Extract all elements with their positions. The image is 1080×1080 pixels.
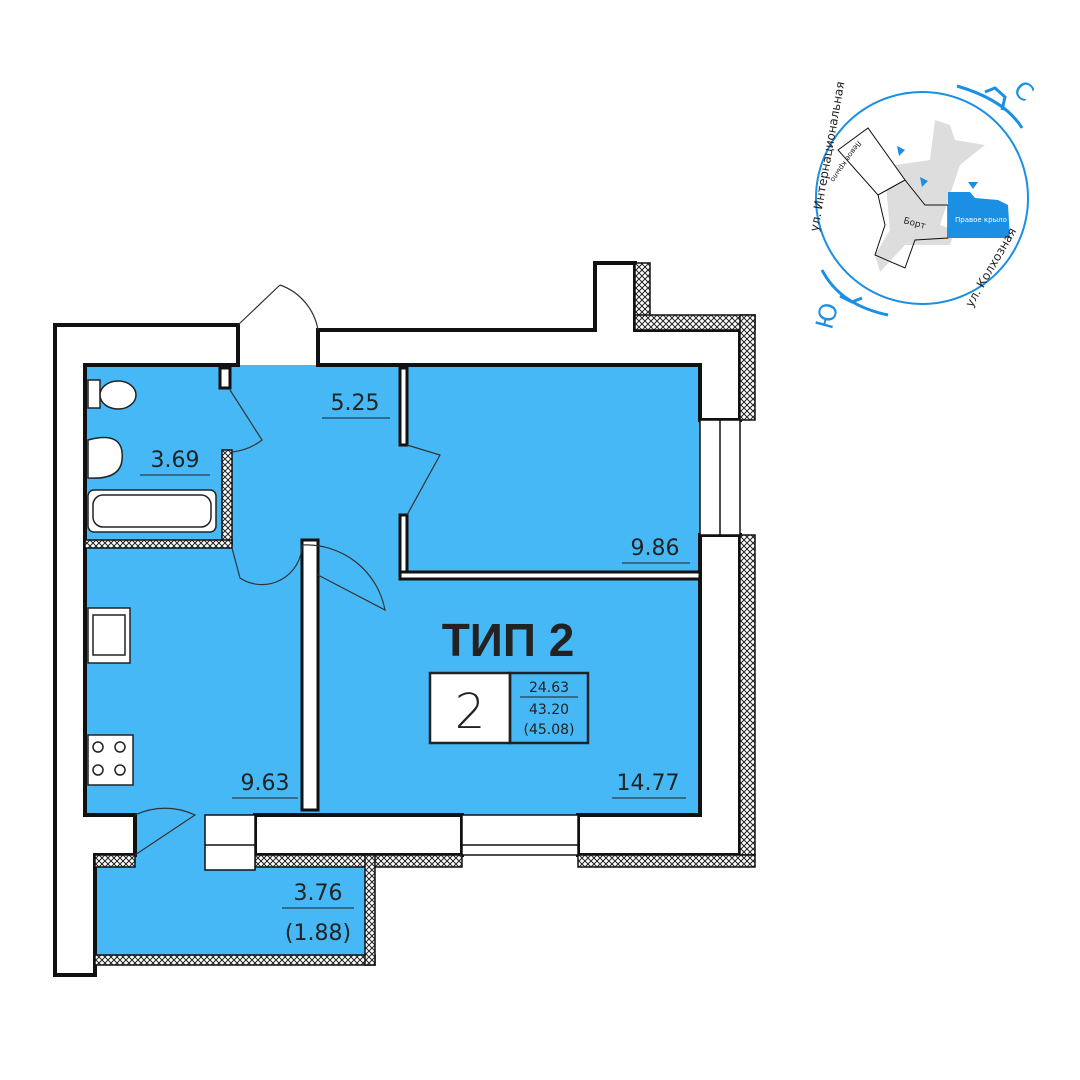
compass-south-label: Ю [810, 300, 844, 332]
room-area-bathroom: 3.69 [151, 448, 200, 473]
insulation [84, 262, 756, 966]
apartment-type-title: ТИП 2 [442, 614, 575, 666]
room-fills [85, 365, 700, 965]
compass-north-arc-icon [956, 84, 1024, 129]
apartment-type-block: ТИП 2 2 24.63 43.20 (45.08) [428, 614, 590, 745]
toilet-tank-icon [87, 379, 101, 409]
room-area-bedroom: 9.86 [631, 536, 680, 561]
compass-north-label: С [1008, 75, 1039, 107]
fixtures [87, 379, 217, 786]
room-area-living-room: 14.77 [617, 771, 680, 796]
windows [204, 419, 741, 871]
toilet-icon [99, 380, 137, 410]
room-area-balcony-reduced: (1.88) [285, 921, 351, 946]
building-locator-map: С Ю Левое крыло Борт Правое крыло ул. Ин… [807, 75, 1039, 332]
room-area-balcony: 3.76 [294, 881, 343, 906]
room-labels: 3.69 5.25 9.86 9.63 14.77 3.76 (1.88) [140, 391, 690, 946]
total-area-with-balcony: (45.08) [523, 722, 574, 738]
total-area: 43.20 [529, 702, 569, 718]
living-area: 24.63 [529, 680, 569, 696]
street-internatsionalnaya-label: ул. Интернациональная [807, 80, 847, 232]
door-swings [134, 284, 441, 856]
inner-walls [218, 366, 702, 812]
right-wing-label: Правое крыло [955, 216, 1007, 224]
room-area-kitchen: 9.63 [241, 771, 290, 796]
room-area-hallway: 5.25 [331, 391, 380, 416]
sink-icon [87, 436, 123, 479]
rooms-count: 2 [455, 684, 486, 740]
